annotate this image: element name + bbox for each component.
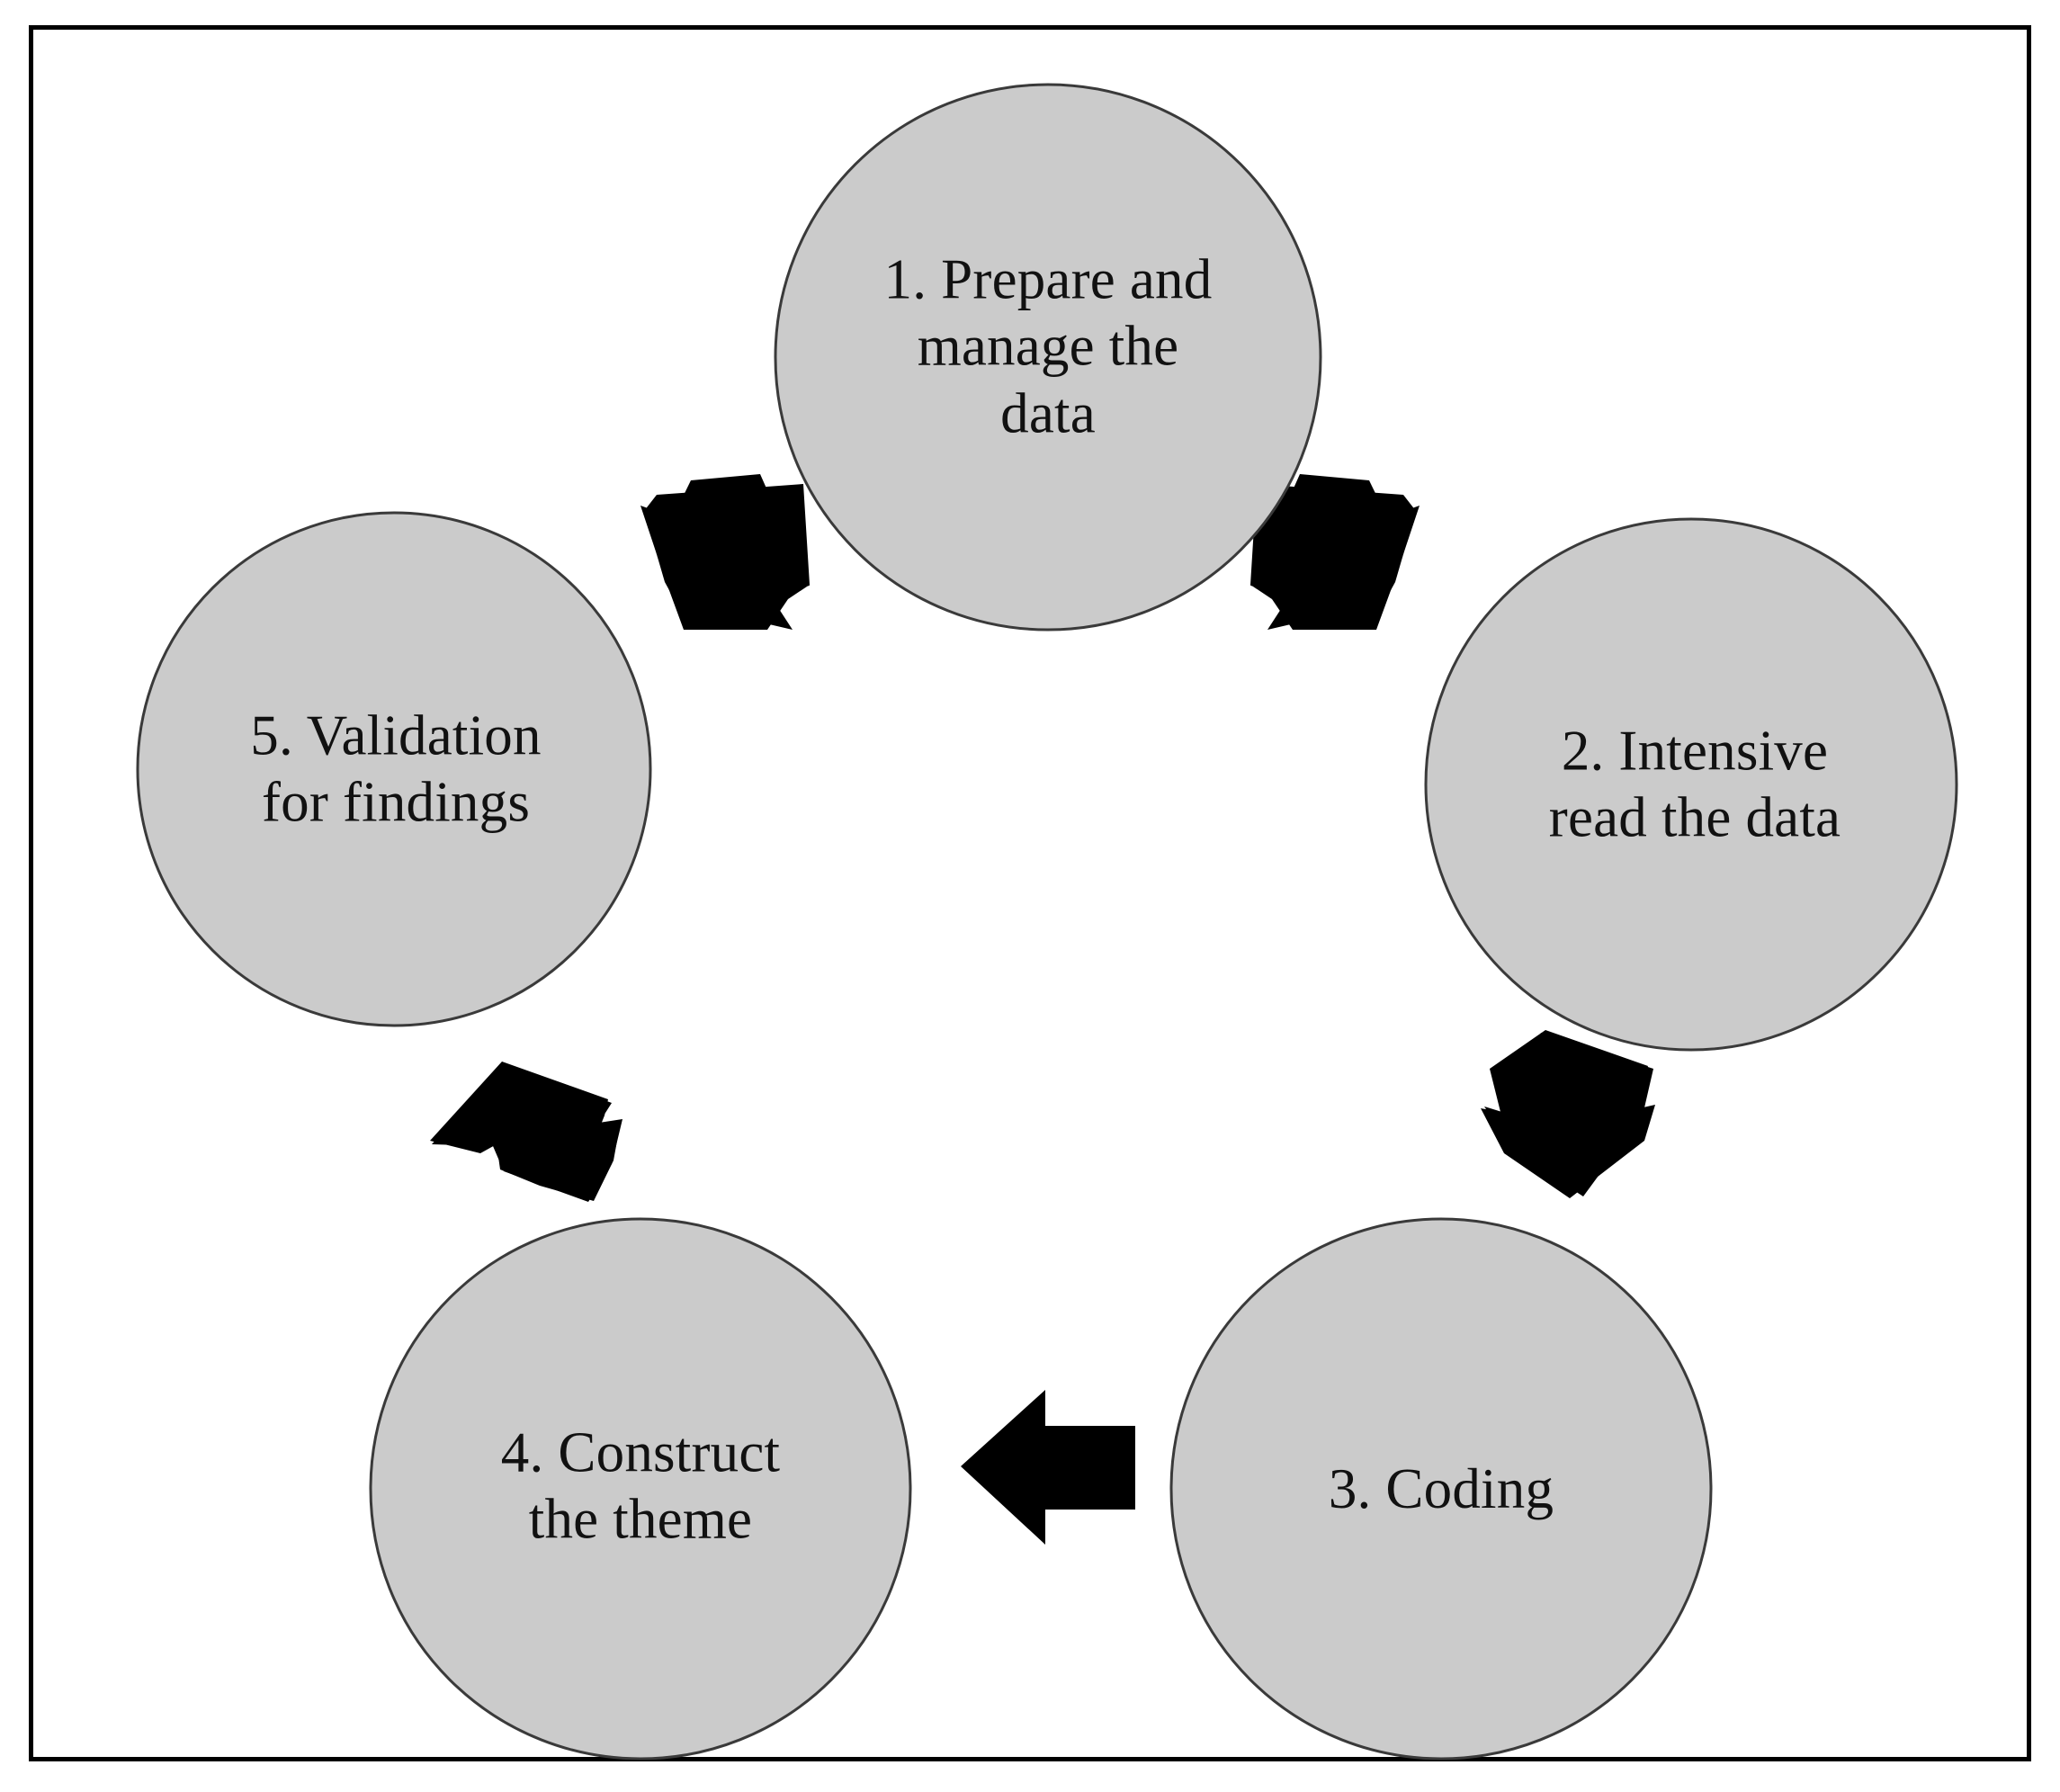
arrow-1-to-2-icon <box>1250 474 1420 630</box>
node-circle-step-2[interactable] <box>1424 517 1958 1052</box>
arrow-4-to-5-icon <box>430 1062 622 1202</box>
node-circle-step-3[interactable] <box>1169 1217 1713 1761</box>
node-circle-step-4[interactable] <box>369 1217 912 1761</box>
arrow-5-to-1-icon <box>640 474 810 630</box>
arrow-2-to-3-icon <box>1481 1030 1655 1198</box>
arrow-3-to-4-icon <box>961 1390 1135 1545</box>
node-circle-step-1[interactable] <box>774 83 1322 632</box>
node-circle-step-5[interactable] <box>136 511 652 1027</box>
